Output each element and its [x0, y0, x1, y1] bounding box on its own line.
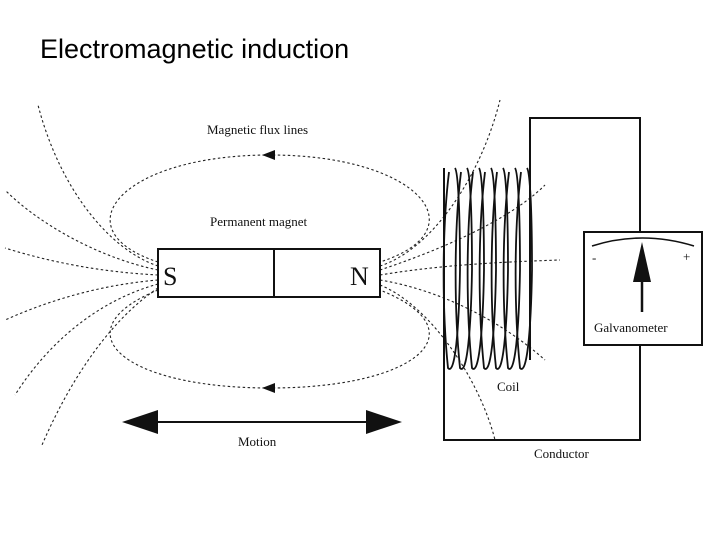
- outer-flux-line: [379, 259, 561, 276]
- slide-title: Electromagnetic induction: [40, 34, 350, 64]
- conductor-label: Conductor: [534, 446, 590, 461]
- coil: [442, 167, 533, 370]
- galvanometer-scale: [591, 237, 695, 247]
- outer-flux-line: [379, 279, 546, 361]
- outer-flux-line: [4, 247, 159, 276]
- coil-turn: [478, 167, 497, 370]
- south-pole-label: S: [163, 262, 177, 291]
- north-pole-label: N: [350, 262, 369, 291]
- coil-turn: [466, 167, 485, 370]
- galvanometer-needle-head: [633, 242, 651, 282]
- upper-flux-loop: [109, 154, 430, 263]
- flux-arrowhead: [262, 150, 275, 160]
- lower-flux-loop: [109, 289, 430, 389]
- outer-flux-line: [41, 287, 159, 446]
- flux-arrowhead: [262, 383, 275, 393]
- coil-turn: [490, 167, 509, 370]
- coil-turn: [502, 167, 521, 370]
- conductor-wire: [529, 117, 641, 360]
- coil-label: Coil: [497, 379, 520, 394]
- motion-arrow: [122, 410, 402, 434]
- magnet-body: [157, 248, 381, 298]
- motion-arrowhead-left: [122, 410, 158, 434]
- galvanometer: - + Galvanometer: [583, 231, 703, 346]
- permanent-magnet: S N: [157, 248, 381, 298]
- outer-flux-line: [37, 104, 159, 267]
- coil-turn: [514, 167, 533, 370]
- outer-flux-line: [4, 279, 159, 321]
- outer-flux-line: [14, 283, 159, 396]
- motion-label: Motion: [238, 434, 277, 449]
- outer-flux-line: [379, 99, 501, 267]
- flux-lines: [4, 99, 561, 446]
- outer-flux-line: [4, 189, 159, 271]
- galvanometer-minus-label: -: [592, 250, 596, 265]
- galvanometer-label: Galvanometer: [594, 320, 668, 335]
- coil-turn: [442, 167, 461, 370]
- magnet-label: Permanent magnet: [210, 214, 307, 229]
- coil-turn: [454, 167, 473, 370]
- motion-arrowhead-right: [366, 410, 402, 434]
- outer-flux-line: [379, 284, 496, 441]
- galvanometer-plus-label: +: [683, 249, 690, 264]
- flux-lines-label: Magnetic flux lines: [207, 122, 308, 137]
